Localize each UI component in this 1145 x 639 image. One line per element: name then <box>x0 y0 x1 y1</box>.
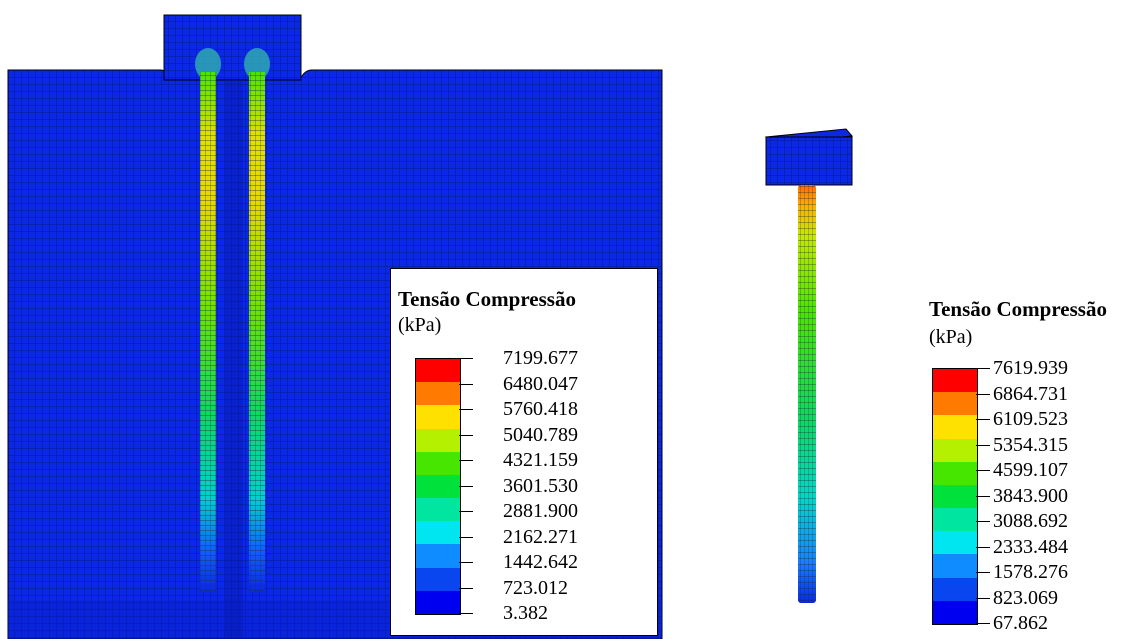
color-band <box>416 359 460 383</box>
legend-value: 6109.523 <box>993 408 1068 430</box>
legend-value: 4599.107 <box>993 459 1068 481</box>
legend-tick <box>976 521 990 522</box>
pile-cap <box>163 14 302 81</box>
legend-value: 67.862 <box>993 612 1048 634</box>
legend-tick <box>459 460 473 461</box>
legend-tick <box>976 368 990 369</box>
color-band <box>933 600 977 624</box>
legend-tick <box>976 597 990 599</box>
legend-value: 823.069 <box>993 586 1058 609</box>
legend-value: 5354.315 <box>993 433 1068 456</box>
legend-tick <box>976 444 990 446</box>
color-band <box>933 461 977 485</box>
color-band <box>933 369 977 393</box>
left-legend-unit: (kPa) <box>398 314 442 336</box>
legend-tick <box>976 495 990 497</box>
legend-tick <box>976 546 990 548</box>
legend-tick <box>459 536 473 538</box>
legend-tick <box>459 434 473 436</box>
legend-value: 4321.159 <box>503 449 578 471</box>
legend-tick <box>976 623 990 624</box>
legend-tick <box>459 358 473 359</box>
right-color-scale <box>932 368 978 625</box>
legend-tick <box>459 485 473 487</box>
legend-value: 5040.789 <box>503 423 578 446</box>
color-band <box>416 498 460 522</box>
color-band <box>416 590 460 614</box>
legend-value: 3601.530 <box>503 474 578 497</box>
legend-value: 2333.484 <box>993 535 1068 558</box>
color-band <box>933 392 977 416</box>
left-color-scale <box>415 358 461 615</box>
color-band <box>416 405 460 429</box>
color-band <box>416 521 460 545</box>
color-band <box>416 428 460 452</box>
legend-tick <box>976 393 990 395</box>
legend-tick <box>459 511 473 512</box>
single-pile-model <box>764 128 854 603</box>
legend-tick <box>976 419 990 420</box>
legend-value: 7619.939 <box>993 357 1068 379</box>
legend-value: 1442.642 <box>503 551 578 573</box>
legend-tick <box>459 587 473 589</box>
legend-value: 3.382 <box>503 602 548 624</box>
right-legend-unit: (kPa) <box>929 326 973 348</box>
color-band <box>416 567 460 591</box>
legend-tick <box>459 613 473 614</box>
legend-value: 7199.677 <box>503 347 578 369</box>
legend-value: 6864.731 <box>993 382 1068 405</box>
legend-tick <box>976 470 990 471</box>
legend-value: 5760.418 <box>503 398 578 420</box>
legend-value: 1578.276 <box>993 561 1068 583</box>
color-band <box>933 577 977 601</box>
color-band <box>933 531 977 555</box>
legend-tick <box>459 383 473 385</box>
legend-value: 2881.900 <box>503 500 578 522</box>
color-band <box>416 474 460 499</box>
right-legend-title: Tensão Compressão <box>929 297 1107 321</box>
color-band <box>933 484 977 509</box>
color-band <box>416 382 460 406</box>
legend-value: 3843.900 <box>993 484 1068 507</box>
left-legend-title: Tensão Compressão <box>398 287 576 311</box>
pile-left <box>200 72 216 592</box>
color-band <box>933 554 977 578</box>
color-band <box>933 415 977 439</box>
legend-tick <box>976 572 990 573</box>
color-band <box>933 438 977 462</box>
pile-right <box>249 72 265 592</box>
color-band <box>416 451 460 475</box>
legend-tick <box>459 562 473 563</box>
legend-tick <box>459 409 473 410</box>
legend-value: 3088.692 <box>993 510 1068 532</box>
legend-value: 723.012 <box>503 576 568 599</box>
single-pile-cap <box>765 136 853 186</box>
color-band <box>933 508 977 532</box>
legend-value: 6480.047 <box>503 372 578 395</box>
color-band <box>416 544 460 568</box>
legend-value: 2162.271 <box>503 525 578 548</box>
